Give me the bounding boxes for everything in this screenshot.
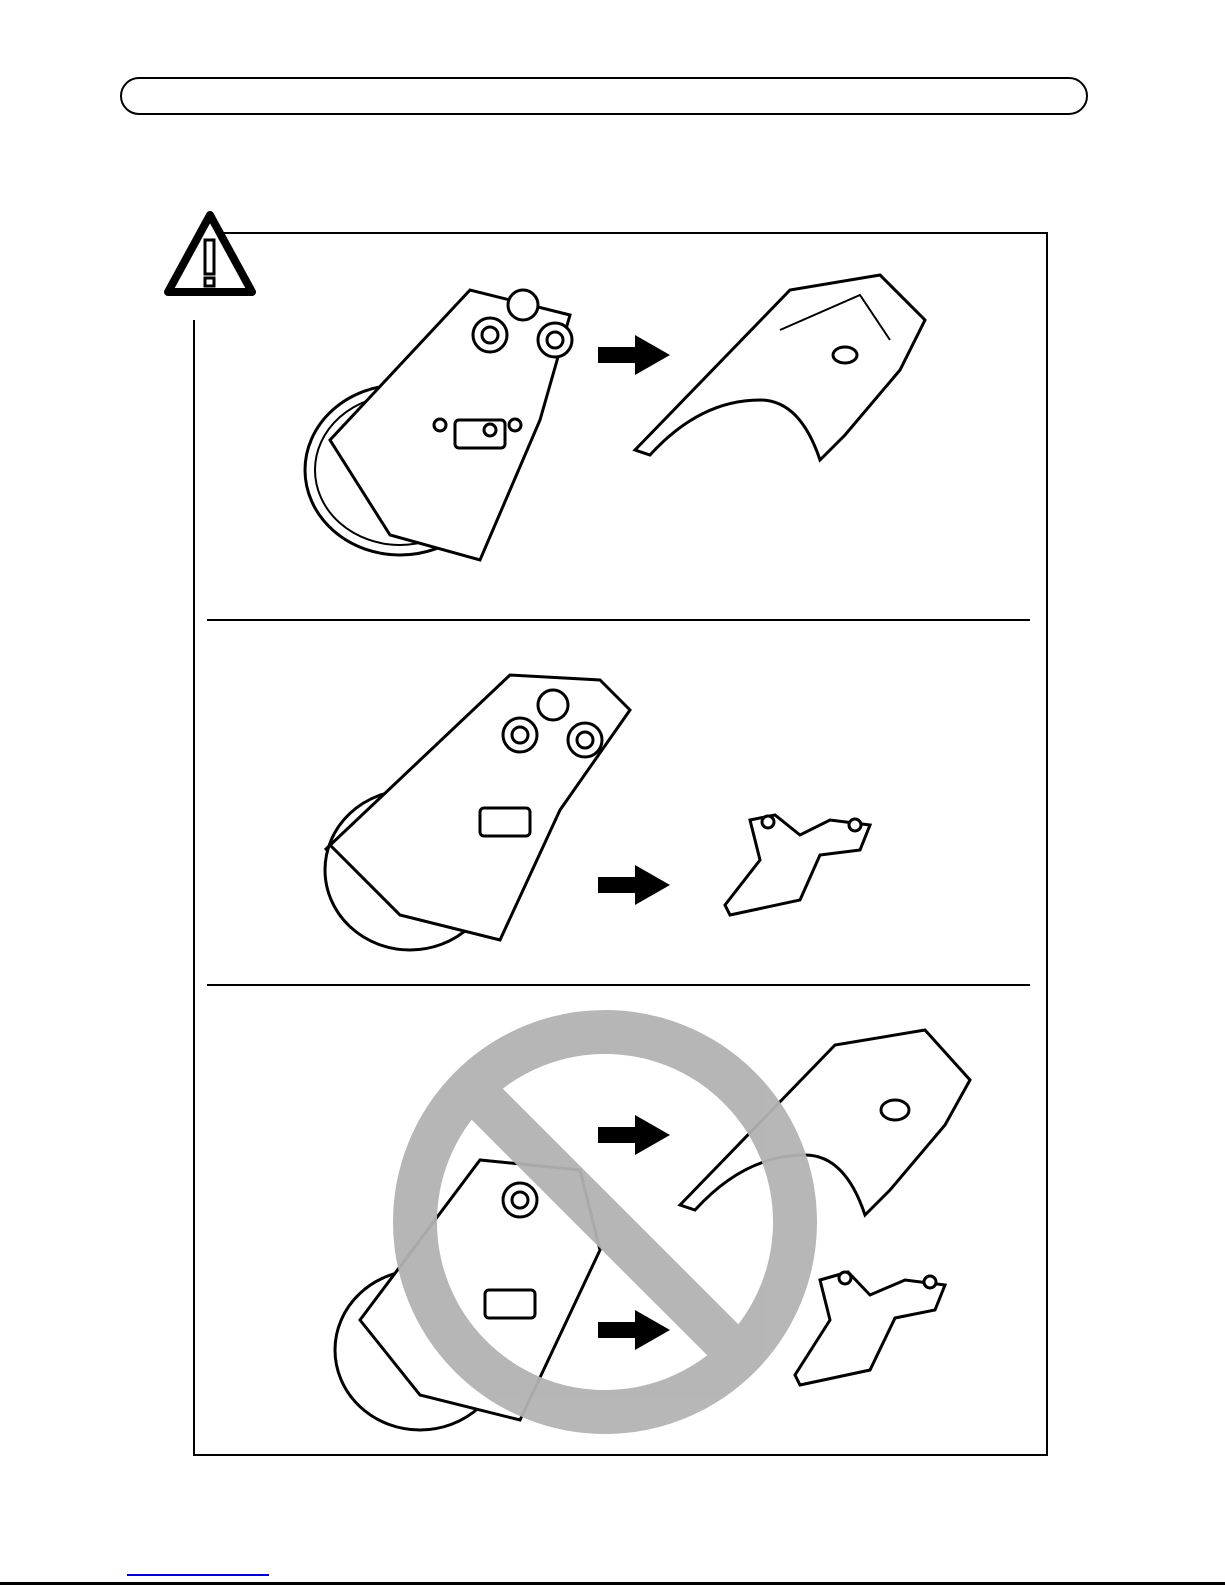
step-divider <box>207 984 1030 986</box>
cover-illustration <box>632 273 927 463</box>
arrow-right-icon <box>598 1310 670 1350</box>
prohibition-icon <box>393 1010 817 1434</box>
arrow-right-icon <box>598 335 670 375</box>
arrow-right-icon <box>598 1115 670 1155</box>
bracket-illustration <box>723 813 873 917</box>
bracket-illustration <box>793 1270 948 1387</box>
warning-icon <box>164 211 256 296</box>
step-divider <box>207 619 1030 621</box>
camera-bare-illustration <box>333 1158 602 1432</box>
camera-housing-illustration <box>303 288 574 562</box>
camera-with-cover-illustration <box>323 673 632 952</box>
warning-frame <box>193 232 1048 1456</box>
section-header-bar <box>120 77 1088 115</box>
cover-illustration <box>677 1028 972 1218</box>
arrow-right-icon <box>598 865 670 905</box>
footer-link-underline[interactable] <box>127 1574 269 1576</box>
page-bottom-rule <box>0 1582 1225 1585</box>
